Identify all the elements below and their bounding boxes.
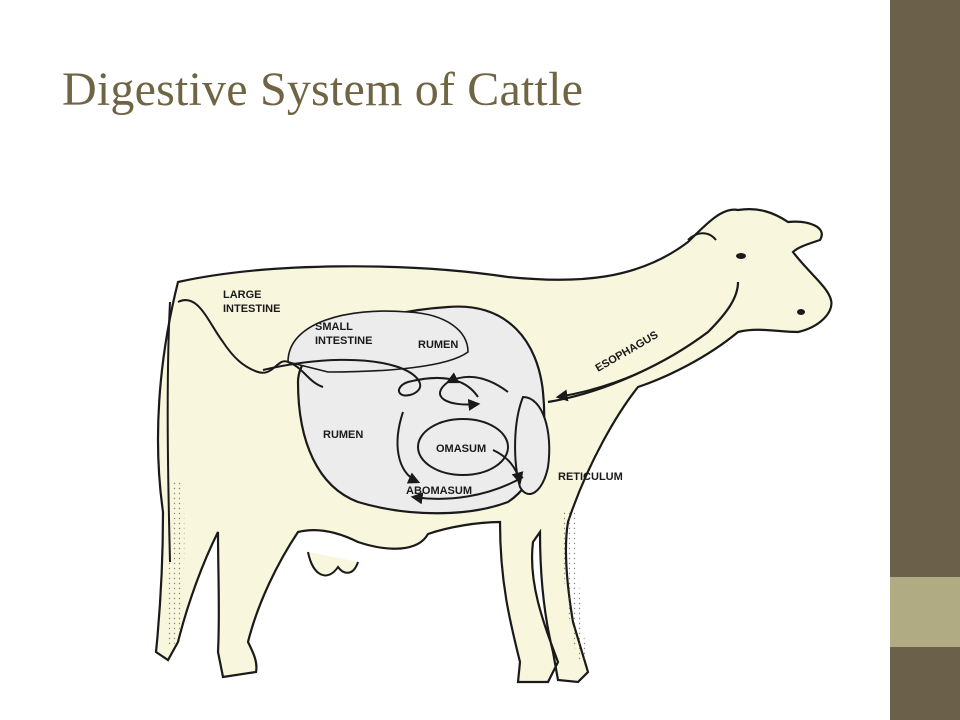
label-omasum: OMASUM xyxy=(436,443,486,455)
cattle-digestive-diagram: LARGE INTESTINE SMALL INTESTINE RUMEN RU… xyxy=(148,182,838,702)
label-rumen-left: RUMEN xyxy=(323,429,363,441)
label-reticulum: RETICULUM xyxy=(558,471,623,483)
label-small-intestine-2: INTESTINE xyxy=(315,335,372,347)
label-abomasum: ABOMASUM xyxy=(406,485,472,497)
front-leg-speckle xyxy=(562,512,588,662)
tail xyxy=(166,301,171,563)
omasum-flow-arrow xyxy=(492,449,524,485)
udder xyxy=(307,551,359,577)
hind-leg-speckle xyxy=(167,482,185,647)
small-intestine-path xyxy=(262,358,479,398)
esophagus-flow-arrow xyxy=(555,331,709,402)
rumen-upper-lobe xyxy=(287,310,469,373)
label-large-intestine-1: LARGE xyxy=(223,289,262,301)
cow-ear xyxy=(687,232,717,241)
label-large-intestine-2: INTESTINE xyxy=(223,303,280,315)
side-accent-square xyxy=(890,577,960,647)
rumen-flow-arrow-loop xyxy=(439,381,481,411)
omasum-shape xyxy=(417,418,509,476)
slide-title: Digestive System of Cattle xyxy=(62,63,584,116)
label-rumen-top: RUMEN xyxy=(418,339,458,351)
cow-nostril xyxy=(797,309,805,315)
rumen-flow-arrow-down xyxy=(396,411,421,484)
cow-eye xyxy=(736,253,746,259)
reticulum-shape xyxy=(514,395,551,495)
rumen-flow-arrow-top xyxy=(445,372,509,393)
large-intestine-path xyxy=(177,299,324,388)
abomasum-flow-arrow xyxy=(410,476,524,505)
label-small-intestine-1: SMALL xyxy=(315,321,353,333)
